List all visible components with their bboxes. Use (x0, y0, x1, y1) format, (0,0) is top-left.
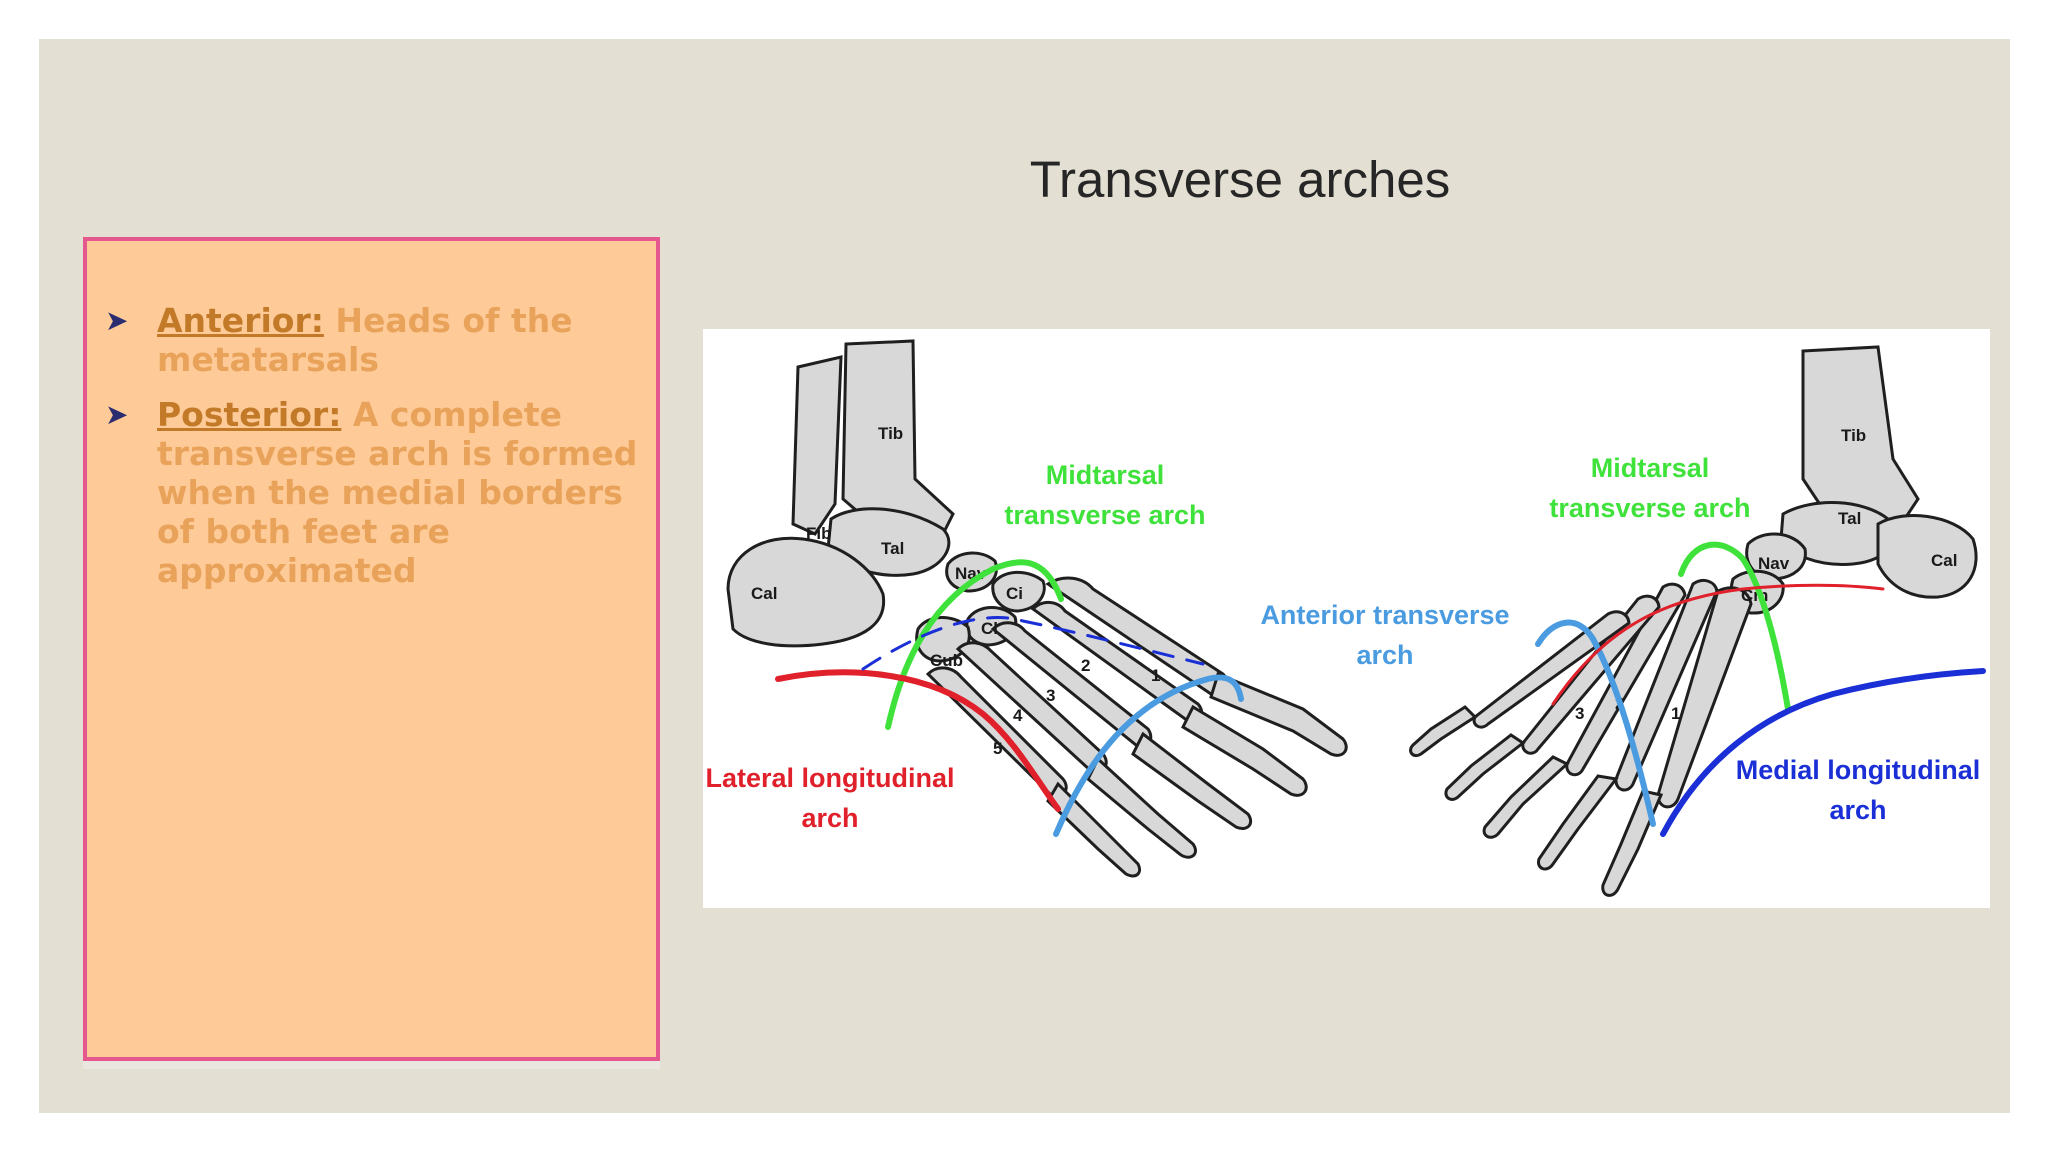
right-calcaneus (1876, 514, 1978, 599)
note-text: A complete transverse arch is formed whe… (157, 395, 638, 590)
lateral-label-line2: arch (801, 803, 858, 833)
left-fibula (791, 355, 843, 536)
right-midtarsal-arch-curve (1678, 541, 1791, 712)
medial-label-line1: Medial longitudinal (1736, 755, 1981, 785)
arch-curves (775, 541, 1986, 837)
right-metatarsal-4 (1521, 594, 1661, 755)
medial-label-line2: arch (1829, 795, 1886, 825)
right-red-line (1551, 583, 1885, 706)
left-navicular (945, 551, 998, 593)
arrow-bullet-icon: ➤ (105, 398, 129, 431)
note-term: Anterior: (157, 301, 324, 340)
right-metatarsal-5 (1472, 610, 1631, 729)
arrow-bullet-icon: ➤ (105, 304, 129, 337)
left-label-cub: Cub (930, 651, 963, 670)
left-calcaneus (726, 536, 886, 648)
notes-box: ➤ Anterior: Heads of the metatarsals ➤ P… (83, 237, 660, 1061)
left-label-4: 4 (1013, 706, 1023, 725)
foot-arches-diagram: Tib Fib Tal Cal Nav Ci Cl Cub 1 2 3 4 5 (703, 329, 1990, 908)
left-toe-4 (1086, 756, 1197, 859)
right-label-tib: Tib (1841, 426, 1866, 445)
right-medial-arch-curve (1660, 668, 1986, 837)
right-label-1: 1 (1671, 704, 1680, 723)
left-anterior-arch-curve (1053, 674, 1244, 837)
left-label-cal: Cal (751, 584, 777, 603)
left-label-3: 3 (1046, 686, 1055, 705)
left-lateral-arch-curve (775, 669, 1061, 812)
left-foot: Tib Fib Tal Cal Nav Ci Cl Cub 1 2 3 4 5 (726, 339, 1348, 878)
note-text: Heads of the metatarsals (157, 301, 573, 379)
right-metatarsal-2 (1614, 579, 1719, 792)
left-label-tib: Tib (878, 424, 903, 443)
right-metatarsal-1 (1656, 586, 1753, 809)
right-toe-2 (1537, 774, 1619, 871)
midtarsal-right-label-line2: transverse arch (1549, 493, 1750, 523)
lateral-label-line1: Lateral longitudinal (705, 763, 954, 793)
left-label-1: 1 (1151, 666, 1160, 685)
right-label-3: 3 (1575, 704, 1584, 723)
right-label-cal: Cal (1931, 551, 1957, 570)
left-tibia (841, 339, 955, 546)
notes-list: ➤ Anterior: Heads of the metatarsals ➤ P… (105, 301, 645, 606)
right-metatarsal-3 (1565, 582, 1687, 777)
left-label-tal: Tal (881, 539, 904, 558)
left-label-2: 2 (1081, 656, 1090, 675)
anterior-label-line1: Anterior transverse (1260, 600, 1509, 630)
right-tibia (1801, 345, 1920, 531)
left-toe-1 (1209, 671, 1348, 757)
midtarsal-right-label-line1: Midtarsal (1591, 453, 1710, 483)
right-toe-3 (1482, 755, 1570, 839)
midtarsal-left-label-line2: transverse arch (1004, 500, 1205, 530)
left-label-fib: Fib (806, 524, 832, 543)
left-label-ci: Ci (1006, 584, 1023, 603)
left-navy-dashes (861, 616, 1205, 671)
right-toe-5 (1409, 705, 1478, 758)
note-item-posterior: ➤ Posterior: A complete transverse arch … (105, 395, 645, 590)
left-cuneiform-i (991, 570, 1046, 613)
note-term: Posterior: (157, 395, 342, 434)
left-toe-3 (1131, 731, 1253, 830)
right-toe-4 (1444, 733, 1526, 801)
right-toe-1 (1601, 789, 1664, 897)
left-label-5: 5 (993, 739, 1002, 758)
left-label-cl: Cl (981, 619, 998, 638)
note-item-anterior: ➤ Anterior: Heads of the metatarsals (105, 301, 645, 379)
right-label-nav: Nav (1758, 554, 1790, 573)
right-label-tal: Tal (1838, 509, 1861, 528)
left-toe-2 (1181, 704, 1308, 797)
midtarsal-left-label-line1: Midtarsal (1046, 460, 1165, 490)
anterior-label-line2: arch (1356, 640, 1413, 670)
slide-title: Transverse arches (1029, 151, 1451, 208)
foot-skeleton-illustration: Tib Fib Tal Cal Nav Ci Cl Cub 1 2 3 4 5 (705, 339, 1986, 897)
